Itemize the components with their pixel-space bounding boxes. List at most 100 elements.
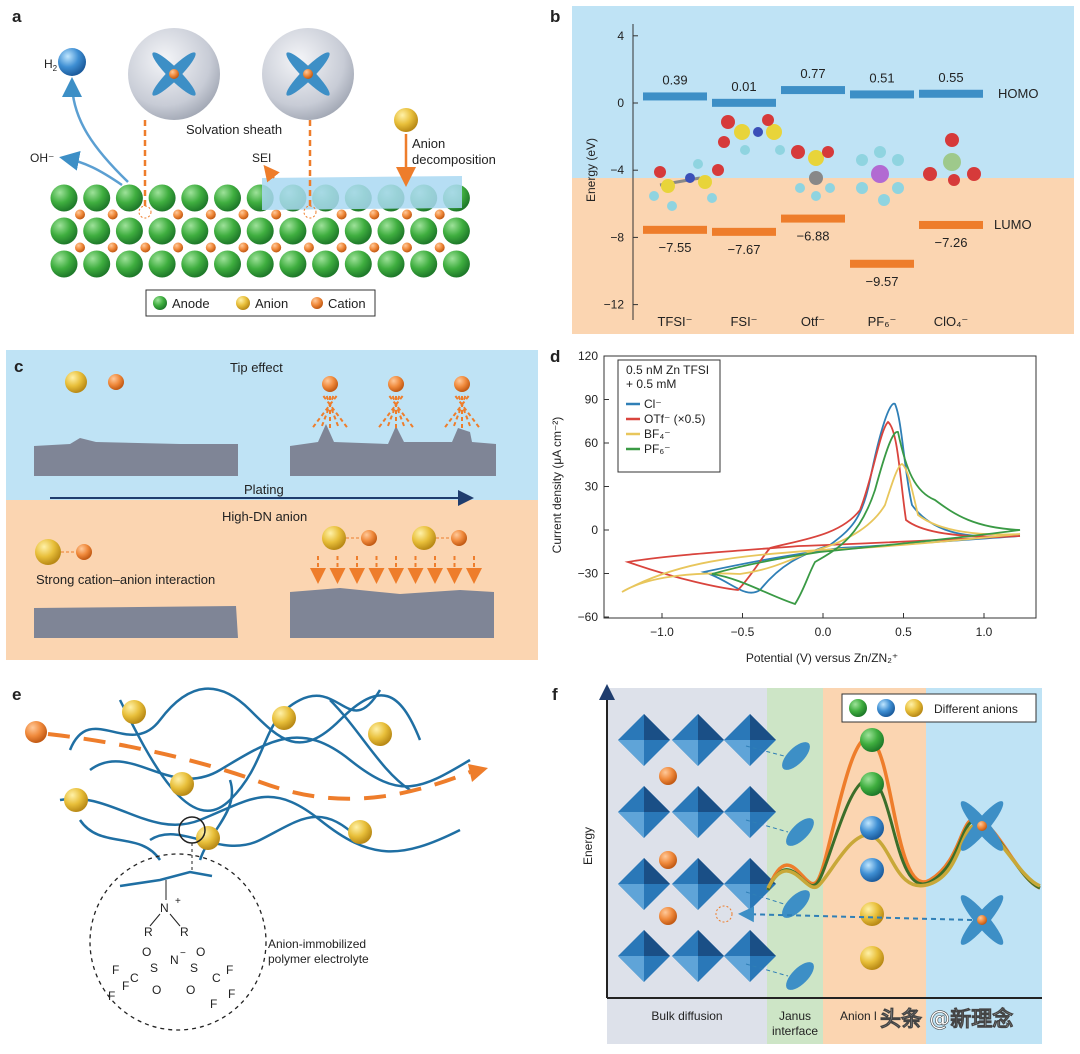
janus-label-1: Janus <box>779 1009 811 1023</box>
panel-d-ytick-label: −60 <box>578 610 599 624</box>
anode-atom <box>214 184 241 212</box>
anode-atom <box>344 217 372 245</box>
lumo-value: −7.26 <box>935 235 968 250</box>
crystal-facet <box>724 884 750 910</box>
crystal-facet <box>618 740 644 766</box>
cation-vacancy-1 <box>138 205 152 219</box>
cation-ball-c2 <box>76 544 92 560</box>
svg-text:C: C <box>212 971 221 985</box>
zn-ion-f2 <box>659 851 677 869</box>
cation-ball-e <box>25 721 47 743</box>
svg-text:R: R <box>144 925 153 939</box>
panel-b-ytick-label: −4 <box>610 163 624 177</box>
crystal-facet <box>750 858 776 884</box>
legend-anions-label: Different anions <box>934 702 1018 716</box>
crystal-facet <box>644 930 670 956</box>
anion-green-1 <box>860 728 884 752</box>
panel-b-ytick-label: −12 <box>604 298 625 312</box>
crystal-facet <box>672 740 698 766</box>
legend-series-label: Cl⁻ <box>644 397 662 411</box>
anode-atom <box>50 217 78 245</box>
bulk-label: Bulk diffusion <box>651 1009 722 1023</box>
sei-layer <box>262 176 462 210</box>
panel-d-ytick-label: 120 <box>578 349 598 363</box>
panel-b-ytick-label: 0 <box>617 96 624 110</box>
lumo-bar <box>712 227 776 236</box>
anion-decomp-label-2: decomposition <box>412 152 496 167</box>
zn-ion-f1 <box>659 767 677 785</box>
substrate-uniform <box>290 588 494 638</box>
anion-ball-e3 <box>368 722 392 746</box>
anion-decomp-label-1: Anion <box>412 136 445 151</box>
cation-transport-arrowhead <box>468 764 488 782</box>
panel-f-label: f <box>552 685 558 704</box>
legend-blue-icon <box>877 699 895 717</box>
cv-curve <box>711 431 1021 606</box>
panel-c: c Tip effect Plating High-DN anion Stron… <box>6 350 538 660</box>
cation-site <box>336 242 347 253</box>
legend-title-1: 0.5 nM Zn TFSI <box>626 363 709 377</box>
panel-d-xtick-label: 0.5 <box>895 625 912 639</box>
panel-f: f Energy <box>552 684 1042 1044</box>
panel-d-ytick-label: 0 <box>591 523 598 537</box>
cation-site <box>205 209 216 220</box>
plating-label: Plating <box>244 482 284 497</box>
cation-site <box>369 209 380 220</box>
cation-ball-tip <box>322 376 338 392</box>
svg-text:F: F <box>108 989 115 1003</box>
zoom-detail-circle <box>89 853 267 1031</box>
lumo-value: −6.88 <box>797 229 830 244</box>
substrate-flat-1 <box>34 438 238 476</box>
anode-atom <box>148 250 176 278</box>
molecule-clo4 <box>923 133 981 186</box>
molecule-fsi <box>718 114 785 155</box>
cation-ball-tip <box>388 376 404 392</box>
strong-interaction-label: Strong cation–anion interaction <box>36 572 215 587</box>
panel-d-xtick-label: −0.5 <box>731 625 755 639</box>
anode-atom <box>83 184 111 212</box>
panel-a: a Solvation sheath H2 OH⁻ SEI <box>12 7 496 317</box>
legend-anion: Anion <box>255 296 288 311</box>
anode-atom <box>148 217 176 245</box>
crystal-facet <box>750 786 776 812</box>
anion-decomp-ball <box>394 108 418 132</box>
legend-anode-icon <box>153 296 167 310</box>
sei-label: SEI <box>252 151 271 165</box>
polymer-chains <box>59 687 471 861</box>
molecule-tfsi <box>649 159 724 211</box>
panel-a-label: a <box>12 7 22 26</box>
panel-c-label: c <box>14 357 23 376</box>
cation-site <box>238 209 249 220</box>
anion-tick-label: PF₆⁻ <box>868 314 897 329</box>
crystal-facet <box>698 786 724 812</box>
anion-yellow-2 <box>860 946 884 970</box>
crystal-facet <box>750 930 776 956</box>
svg-text:S: S <box>150 961 158 975</box>
anode-atom <box>148 184 176 212</box>
crystal-facet <box>644 858 670 884</box>
cation-site <box>369 242 380 253</box>
polymer-caption-1: Anion-immobilized <box>268 937 366 951</box>
homo-bar <box>781 86 845 95</box>
panel-d-ytick-label: 90 <box>585 393 599 407</box>
cation-site <box>303 242 314 253</box>
solvation-sphere-2 <box>262 28 354 120</box>
anode-atom <box>181 217 209 245</box>
zn-vacancy-f <box>715 905 733 923</box>
anion-ball-c1 <box>65 371 87 393</box>
solvation-cluster-f1 <box>960 801 1004 851</box>
panel-e-label: e <box>12 685 21 704</box>
homo-bar <box>850 90 914 99</box>
anode-atom <box>246 217 274 245</box>
svg-text:O: O <box>196 945 205 959</box>
panel-b-label: b <box>550 7 560 26</box>
homo-bar <box>643 92 707 101</box>
cation-ball-tip <box>454 376 470 392</box>
janus-label-2: interface <box>772 1024 818 1038</box>
crystal-facet <box>672 884 698 910</box>
oh-arrow <box>59 150 123 187</box>
panel-b-ytick-label: 4 <box>617 29 624 43</box>
svg-text:F: F <box>228 987 235 1001</box>
